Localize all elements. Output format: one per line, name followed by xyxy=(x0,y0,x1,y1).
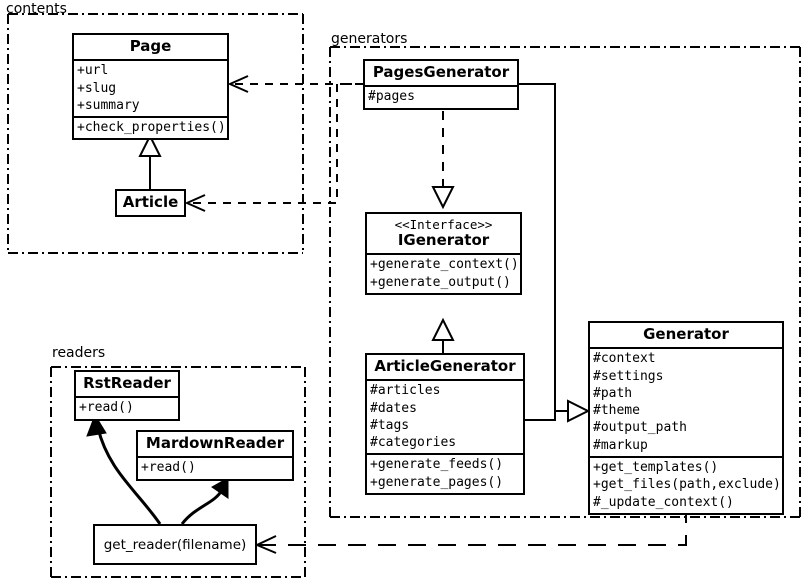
class-name-articlegenerator: ArticleGenerator xyxy=(374,357,516,375)
attribute-output-path: #output_path xyxy=(593,420,687,436)
function-box-get-reader[interactable]: get_reader(filename) xyxy=(93,524,257,565)
class-name-igenerator: <<Interface>> IGenerator xyxy=(367,214,520,253)
class-attributes-page: +url +slug +summary xyxy=(74,59,227,116)
attribute-path: #path xyxy=(593,385,633,401)
method-get-files: +get_files(path,exclude) xyxy=(593,477,781,493)
package-frame-contents xyxy=(7,13,304,254)
method-generate-pages: +generate_pages() xyxy=(370,474,504,490)
edge-pagesgenerator-to-page xyxy=(227,75,363,93)
class-methods-generator: +get_templates() +get_files(path,exclude… xyxy=(590,455,782,513)
class-box-generator[interactable]: Generator #context #settings #path #them… xyxy=(588,321,784,515)
package-label-generators: generators xyxy=(331,31,408,47)
class-name-pagesgenerator: PagesGenerator xyxy=(372,63,510,81)
package-label-readers: readers xyxy=(52,345,106,361)
class-attributes-articlegenerator: #articles #dates #tags #categories xyxy=(367,379,523,453)
class-attributes-pagesgenerator: #pages xyxy=(365,85,517,107)
class-box-articlegenerator[interactable]: ArticleGenerator #articles #dates #tags … xyxy=(365,353,525,495)
class-box-article[interactable]: Article xyxy=(115,189,186,218)
attribute-theme: #theme xyxy=(593,403,640,419)
class-methods-mardownreader: +read() xyxy=(138,456,292,478)
edge-pagesgenerator-to-igenerator xyxy=(431,111,455,210)
class-title-igenerator: IGenerator xyxy=(397,231,490,249)
class-methods-articlegenerator: +generate_feeds() +generate_pages() xyxy=(367,453,523,493)
class-box-mardownreader[interactable]: MardownReader +read() xyxy=(136,430,294,481)
edge-getreader-to-rstreader xyxy=(86,413,162,525)
class-box-igenerator[interactable]: <<Interface>> IGenerator +generate_conte… xyxy=(365,212,522,295)
method-read-rst: +read() xyxy=(79,400,134,416)
class-methods-rstreader: +read() xyxy=(76,396,178,418)
edge-articlegenerator-to-igenerator xyxy=(431,317,455,353)
class-name-article: Article xyxy=(122,193,179,211)
method-read-markdown: +read() xyxy=(141,460,196,476)
attribute-url: +url xyxy=(77,63,109,79)
package-frame-readers xyxy=(50,366,306,578)
attribute-articles: #articles xyxy=(370,383,441,399)
class-name-rstreader: RstReader xyxy=(83,374,171,392)
class-stereotype-igenerator: <<Interface>> xyxy=(394,217,493,232)
class-name-page: Page xyxy=(129,37,172,55)
method-generate-output: +generate_output() xyxy=(370,274,511,290)
package-label-contents: contents xyxy=(6,1,67,17)
edge-article-to-page xyxy=(138,133,162,189)
method-generate-context: +generate_context() xyxy=(370,257,519,273)
class-box-pagesgenerator[interactable]: PagesGenerator #pages xyxy=(363,59,519,110)
edge-generator-to-getreader xyxy=(254,505,687,554)
function-label-get-reader: get_reader(filename) xyxy=(103,536,247,553)
class-attributes-generator: #context #settings #path #theme #output_… xyxy=(590,347,782,456)
method-update-context: #_update_context() xyxy=(593,494,734,510)
class-name-generator: Generator xyxy=(643,325,729,343)
attribute-context: #context xyxy=(593,351,656,367)
attribute-settings: #settings xyxy=(593,368,664,384)
edge-getreader-to-mardownreader xyxy=(180,477,229,525)
package-frame-generators xyxy=(329,46,801,518)
class-methods-page: +check_properties() xyxy=(74,116,227,138)
attribute-tags: #tags xyxy=(370,417,410,433)
attribute-categories: #categories xyxy=(370,435,457,451)
edge-generators-to-generator xyxy=(519,83,591,423)
attribute-slug: +slug xyxy=(77,80,117,96)
attribute-markup: #markup xyxy=(593,437,648,453)
class-methods-igenerator: +generate_context() +generate_output() xyxy=(367,253,520,293)
class-box-page[interactable]: Page +url +slug +summary +check_properti… xyxy=(72,33,229,141)
method-get-templates: +get_templates() xyxy=(593,459,719,475)
edge-pagesgenerator-to-article xyxy=(184,83,352,212)
method-check-properties: +check_properties() xyxy=(77,120,226,136)
attribute-dates: #dates xyxy=(370,400,417,416)
attribute-pages: #pages xyxy=(368,89,415,105)
method-generate-feeds: +generate_feeds() xyxy=(370,457,504,473)
class-name-mardownreader: MardownReader xyxy=(145,434,285,452)
class-box-rstreader[interactable]: RstReader +read() xyxy=(74,370,180,421)
attribute-summary: +summary xyxy=(77,97,140,113)
